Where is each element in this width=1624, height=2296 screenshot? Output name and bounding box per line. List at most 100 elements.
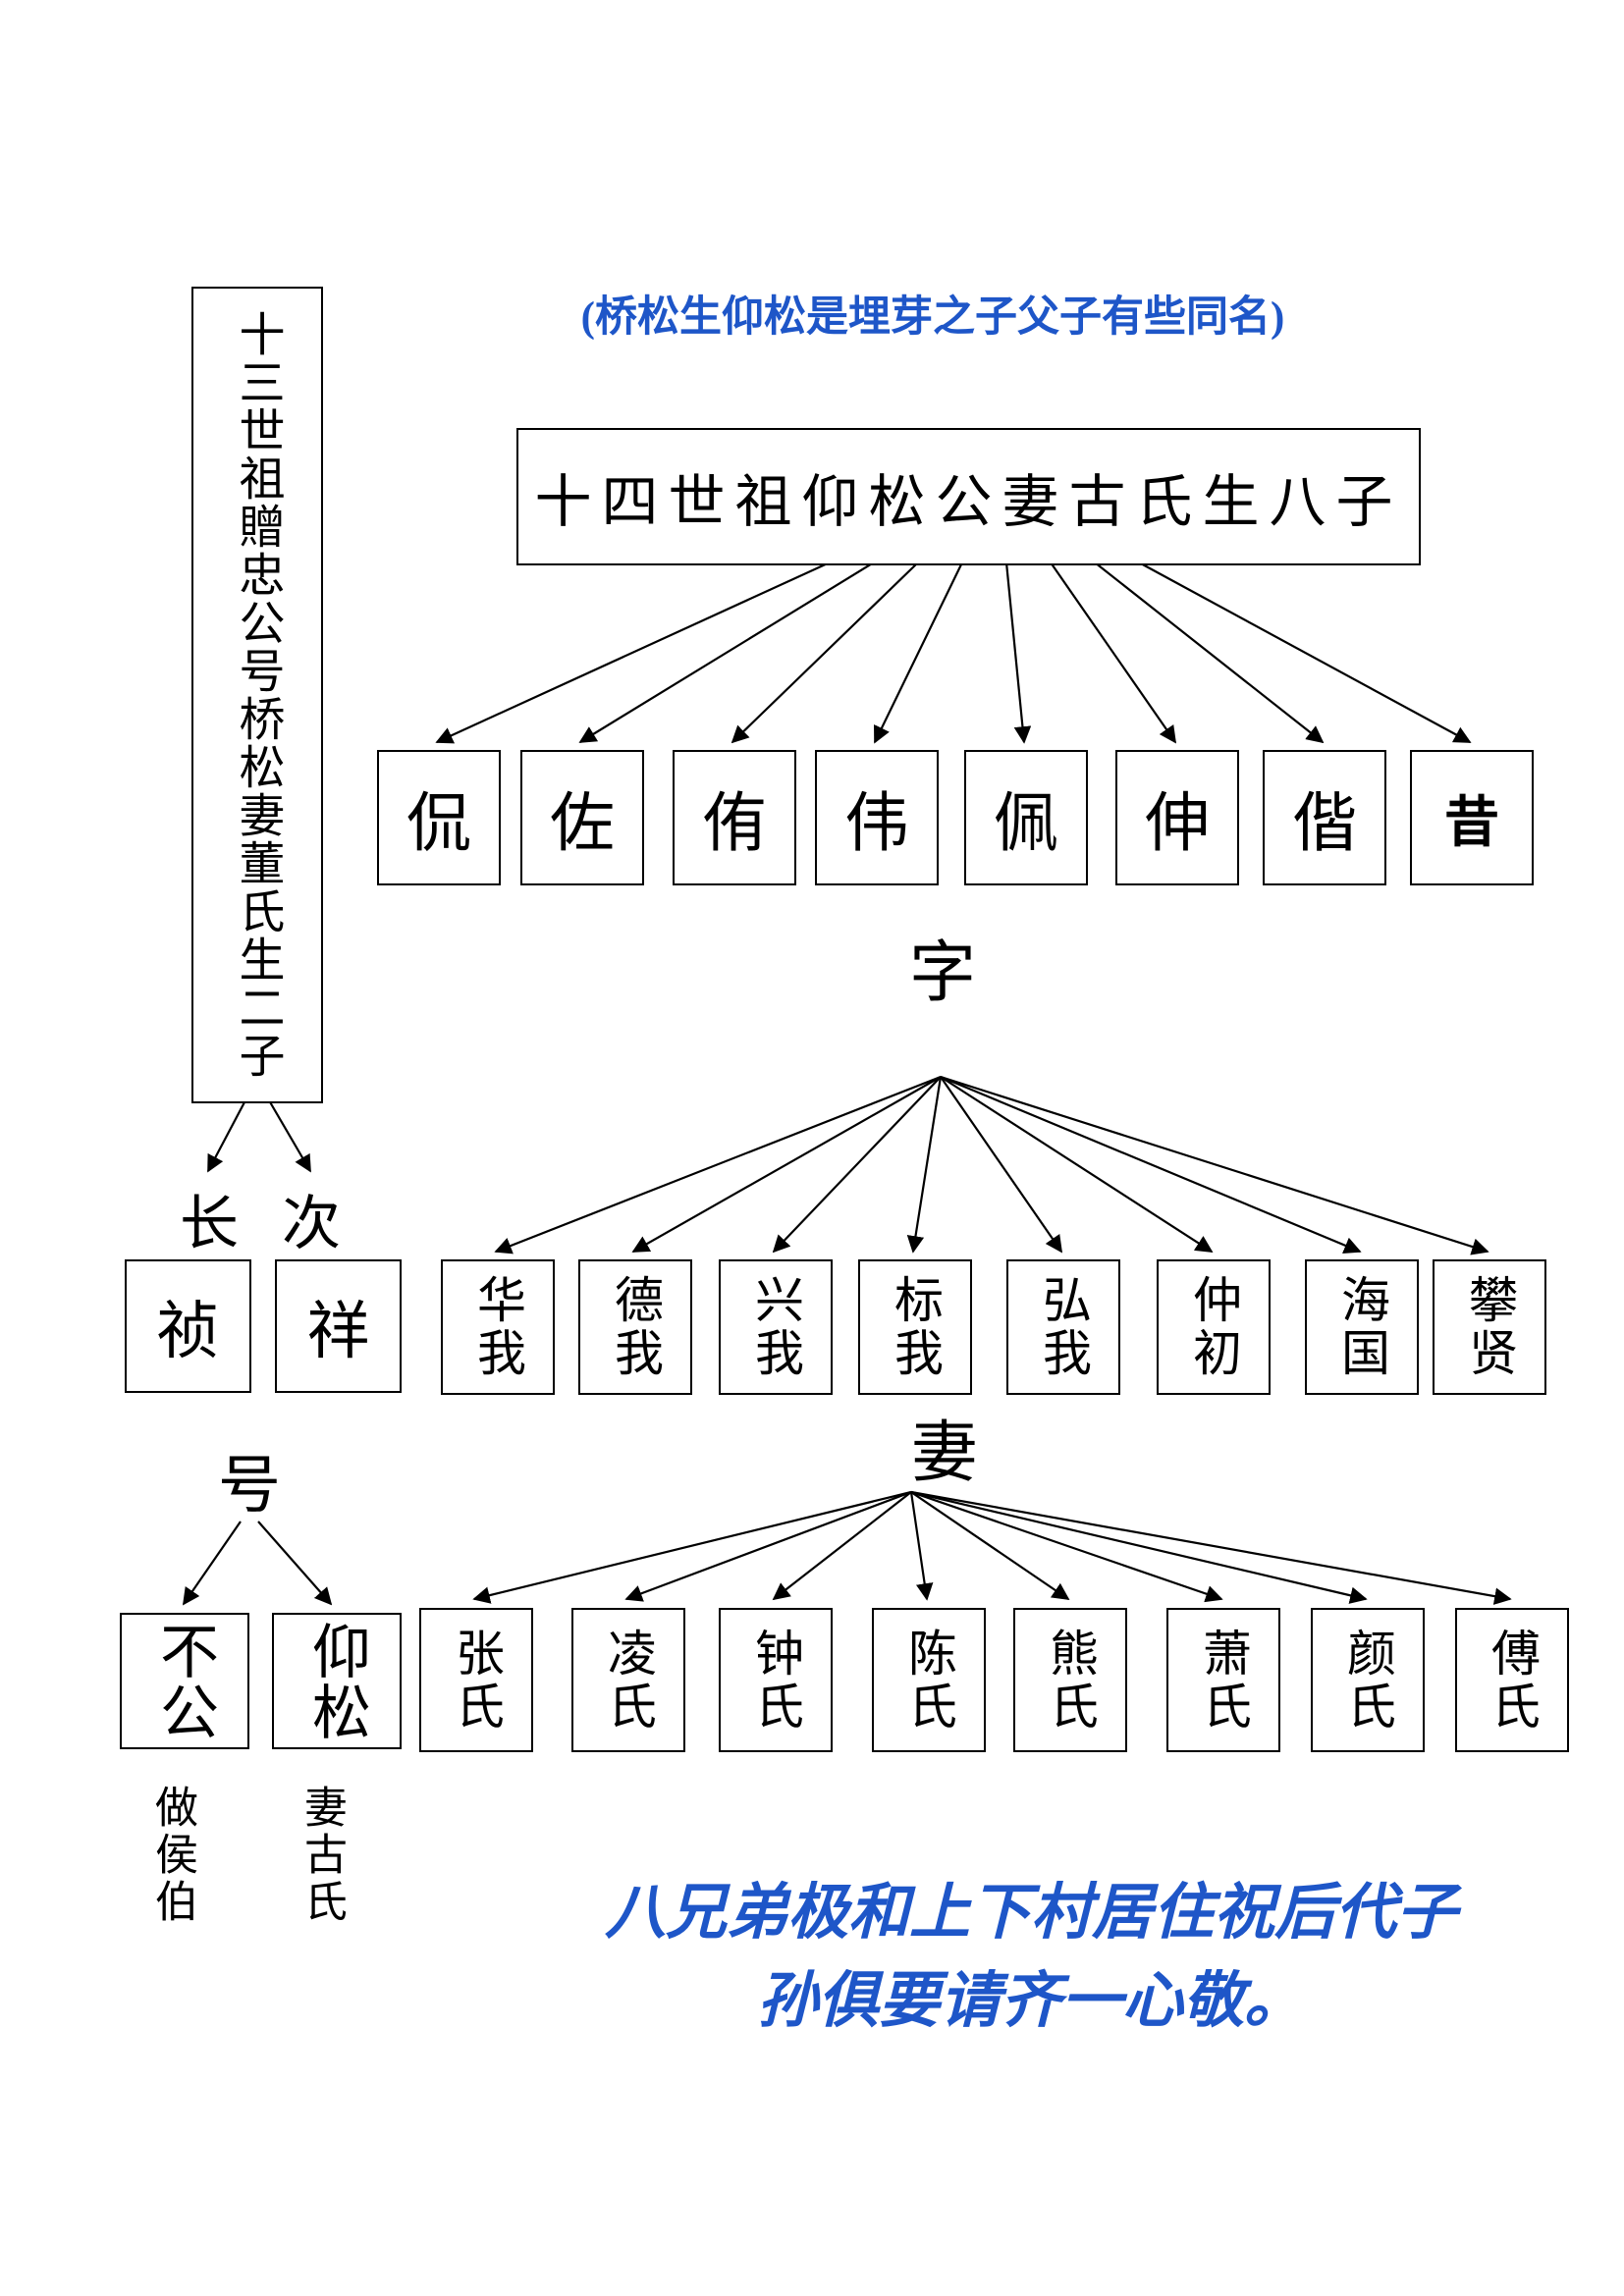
gen13-son-name: 祯 [156, 1297, 220, 1366]
gen14-ancestor-text: 十四世祖仰松公妻古氏生八子 [534, 470, 1403, 534]
arrow [624, 1490, 912, 1602]
eldest-label: 长 [180, 1192, 239, 1256]
fan-qi-to-wives [472, 1490, 1512, 1605]
zi-section-label: 字 [908, 935, 976, 1010]
arrow [1004, 561, 1032, 744]
hao-name: 仰松 [303, 1620, 369, 1742]
arrow [578, 561, 875, 743]
arrow [906, 1076, 943, 1254]
zi-name: 仲初 [1186, 1274, 1241, 1380]
son-box-5: 佩 [964, 750, 1088, 885]
top-note: (桥松生仰松是埋芽之子父子有些同名) [580, 294, 1285, 341]
arrow [1050, 561, 1177, 744]
wife-box-8: 傅氏 [1455, 1608, 1569, 1752]
gen13-son-name: 祥 [306, 1297, 370, 1366]
arrow [910, 1490, 1512, 1605]
zi-name: 弘我 [1036, 1274, 1091, 1380]
arrow [910, 1490, 1368, 1604]
son-box-8: 昔 [1410, 750, 1534, 885]
wife-box-7: 颜氏 [1311, 1608, 1425, 1752]
fan-gen13-to-two-sons [207, 1099, 311, 1173]
zi-box-5: 弘我 [1006, 1259, 1120, 1395]
arrow [257, 1521, 333, 1606]
arrow [1138, 561, 1472, 743]
zi-name: 标我 [888, 1274, 943, 1380]
son-box-3: 侑 [673, 750, 796, 885]
son-name: 侃 [406, 788, 471, 860]
wife-box-2: 凌氏 [571, 1608, 685, 1752]
wife-box-1: 张氏 [419, 1608, 533, 1752]
arrow [910, 1491, 1070, 1600]
arrow [940, 1076, 1214, 1253]
arrow [435, 561, 831, 744]
wife-name: 凌氏 [601, 1627, 656, 1734]
hao-box-1: 不公 [120, 1613, 249, 1749]
son-box-6: 伸 [1115, 750, 1239, 885]
zi-name: 海国 [1334, 1274, 1389, 1380]
gen13-son-box-2: 祥 [275, 1259, 402, 1393]
footnote-first-son: 做侯伯 [137, 1785, 206, 1926]
wife-name: 钟氏 [748, 1627, 803, 1734]
arrow [874, 561, 963, 744]
son-name: 昔 [1444, 792, 1499, 854]
gen14-ancestor-box: 十四世祖仰松公妻古氏生八子 [516, 428, 1421, 565]
arrow [472, 1490, 912, 1604]
arrow [207, 1099, 246, 1173]
fan-gen14-to-sons [435, 561, 1472, 744]
wife-box-3: 钟氏 [719, 1608, 833, 1752]
fan-zi-to-names [494, 1075, 1489, 1255]
arrow [909, 1491, 934, 1601]
zi-box-4: 标我 [858, 1259, 972, 1395]
zi-name: 华我 [470, 1274, 525, 1380]
zi-box-8: 攀贤 [1433, 1259, 1546, 1395]
zi-box-7: 海国 [1305, 1259, 1419, 1395]
bottom-note: 八兄弟极和上下村居住祝后代子 孙俱要请齐一心敬。 [491, 1870, 1571, 2047]
footnote-text: 妻古氏 [298, 1785, 346, 1926]
wife-box-5: 熊氏 [1013, 1608, 1127, 1752]
wife-name: 颜氏 [1340, 1627, 1395, 1734]
hao-name: 不公 [151, 1620, 217, 1742]
arrow [494, 1075, 942, 1255]
gen13-son-box-1: 祯 [125, 1259, 251, 1393]
arrow [940, 1075, 1489, 1255]
qi-section-label: 妻 [910, 1415, 978, 1490]
hao-box-2: 仰松 [272, 1613, 402, 1749]
zi-box-3: 兴我 [719, 1259, 833, 1395]
footnote-second-son: 妻古氏 [287, 1785, 355, 1926]
son-name: 伟 [844, 788, 909, 860]
fan-hao-to-names [182, 1521, 333, 1606]
son-name: 侑 [702, 788, 767, 860]
son-box-2: 佐 [520, 750, 644, 885]
son-name: 佩 [994, 788, 1058, 860]
wife-name: 陈氏 [901, 1627, 956, 1734]
gen13-ancestor-text: 十三世祖贈忠公号桥松妻董氏生二子 [231, 310, 283, 1080]
son-name: 偕 [1292, 788, 1357, 860]
arrow [910, 1490, 1223, 1603]
zi-name: 攀贤 [1462, 1274, 1517, 1380]
son-name: 伸 [1145, 788, 1210, 860]
arrow [940, 1075, 1362, 1255]
arrow [268, 1099, 311, 1173]
wife-name: 张氏 [449, 1627, 504, 1734]
arrow [1094, 561, 1325, 744]
arrow [772, 1076, 942, 1254]
zi-box-1: 华我 [441, 1259, 555, 1395]
wife-box-6: 萧氏 [1166, 1608, 1280, 1752]
zi-name: 德我 [608, 1274, 663, 1380]
wife-box-4: 陈氏 [872, 1608, 986, 1752]
gen13-ancestor-box: 十三世祖贈忠公号桥松妻董氏生二子 [191, 287, 323, 1103]
arrow [940, 1076, 1063, 1254]
son-box-4: 伟 [815, 750, 939, 885]
zi-box-2: 德我 [578, 1259, 692, 1395]
second-label: 次 [282, 1192, 341, 1256]
arrow [182, 1521, 242, 1606]
arrow [731, 561, 919, 744]
bottom-note-line-2: 孙俱要请齐一心敬。 [756, 1967, 1305, 2035]
son-box-1: 侃 [377, 750, 501, 885]
arrow [772, 1491, 912, 1601]
son-name: 佐 [550, 788, 615, 860]
footnote-text: 做侯伯 [148, 1785, 196, 1926]
wife-name: 熊氏 [1043, 1627, 1098, 1734]
arrow [631, 1076, 942, 1253]
